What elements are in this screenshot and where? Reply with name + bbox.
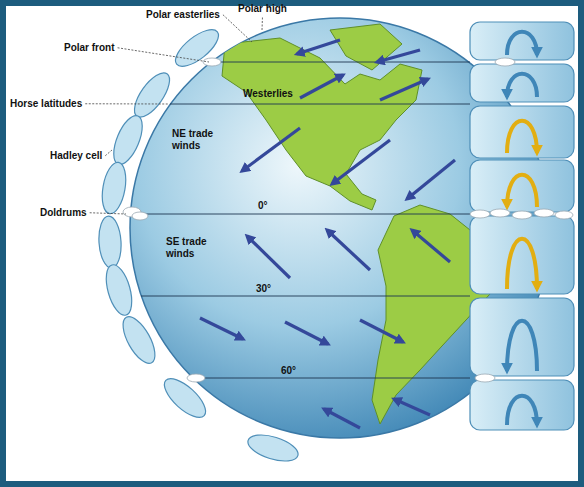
latitude-line bbox=[170, 104, 470, 105]
wind-arrow bbox=[332, 140, 390, 184]
latitude-line bbox=[193, 378, 470, 379]
cloud bbox=[132, 212, 148, 220]
loop-arrow bbox=[507, 74, 537, 97]
cell-label: Hadley cell bbox=[50, 150, 102, 162]
latitude-line bbox=[211, 62, 470, 63]
loop-arrow bbox=[507, 175, 537, 207]
latitude-number: 30° bbox=[256, 283, 271, 295]
slab bbox=[470, 160, 574, 212]
wind-arrow bbox=[407, 160, 455, 199]
latitude-lines bbox=[131, 62, 470, 378]
latitude-line bbox=[131, 214, 470, 215]
wind-arrow bbox=[324, 409, 360, 428]
cell bbox=[245, 430, 301, 466]
circulation-slabs bbox=[470, 22, 574, 430]
cloud bbox=[555, 211, 573, 219]
loop-arrow bbox=[507, 396, 537, 425]
leader-line bbox=[105, 150, 112, 156]
slab-loops bbox=[507, 32, 537, 425]
loop-arrow bbox=[507, 239, 537, 289]
loop-arrow bbox=[507, 321, 537, 371]
greenland bbox=[330, 24, 402, 70]
wind-arrow bbox=[360, 320, 403, 342]
slab bbox=[470, 380, 574, 430]
cloud bbox=[534, 209, 554, 217]
leader-line bbox=[90, 213, 126, 214]
wind-arrow bbox=[242, 128, 300, 171]
wind-arrow bbox=[200, 318, 243, 339]
cloud bbox=[512, 211, 532, 219]
wind-arrows bbox=[200, 40, 455, 428]
zone-label: Doldrums bbox=[40, 207, 87, 219]
loop-arrow bbox=[507, 32, 537, 55]
clouds bbox=[123, 58, 573, 382]
wind-arrow bbox=[380, 79, 428, 100]
north-america bbox=[222, 38, 422, 210]
panel-ground bbox=[6, 6, 578, 481]
cell bbox=[170, 23, 224, 73]
slab bbox=[470, 64, 574, 102]
wind-arrow bbox=[377, 50, 420, 62]
latitude-label: Horse latitudes bbox=[10, 98, 82, 110]
cloud bbox=[187, 374, 205, 382]
latitude-line bbox=[141, 296, 470, 297]
latitude-number: 0° bbox=[258, 200, 268, 212]
leader-line bbox=[118, 48, 209, 62]
slab bbox=[470, 216, 574, 294]
cell bbox=[99, 160, 130, 215]
cell bbox=[101, 262, 136, 318]
loop-arrow bbox=[507, 121, 537, 153]
slab bbox=[470, 106, 574, 158]
wind-arrow bbox=[394, 399, 430, 415]
wind-label: SE trade winds bbox=[166, 236, 222, 259]
cloud bbox=[490, 209, 510, 217]
wind-arrow bbox=[297, 40, 340, 54]
latitude-number: 60° bbox=[281, 365, 296, 377]
cloud bbox=[475, 374, 495, 382]
cloud bbox=[495, 58, 515, 66]
wind-arrow bbox=[412, 230, 450, 262]
wind-arrow bbox=[327, 230, 370, 270]
leader-line bbox=[85, 103, 168, 104]
leader-line bbox=[223, 15, 252, 42]
continents bbox=[222, 24, 500, 424]
slab bbox=[470, 22, 574, 60]
cell bbox=[158, 372, 211, 423]
wind-arrow bbox=[285, 322, 328, 344]
wind-label: NE trade winds bbox=[172, 128, 228, 151]
slab bbox=[470, 298, 574, 376]
pressure-label: Polar high bbox=[238, 3, 287, 15]
cloud bbox=[203, 58, 221, 66]
wind-label: Westerlies bbox=[243, 88, 293, 100]
wind-label: Polar easterlies bbox=[146, 9, 220, 21]
cloud bbox=[470, 210, 490, 218]
wind-arrow bbox=[300, 75, 343, 98]
leader-line bbox=[262, 18, 263, 31]
front-label: Polar front bbox=[64, 42, 115, 54]
cell bbox=[97, 215, 122, 268]
wind-arrow bbox=[247, 236, 290, 278]
